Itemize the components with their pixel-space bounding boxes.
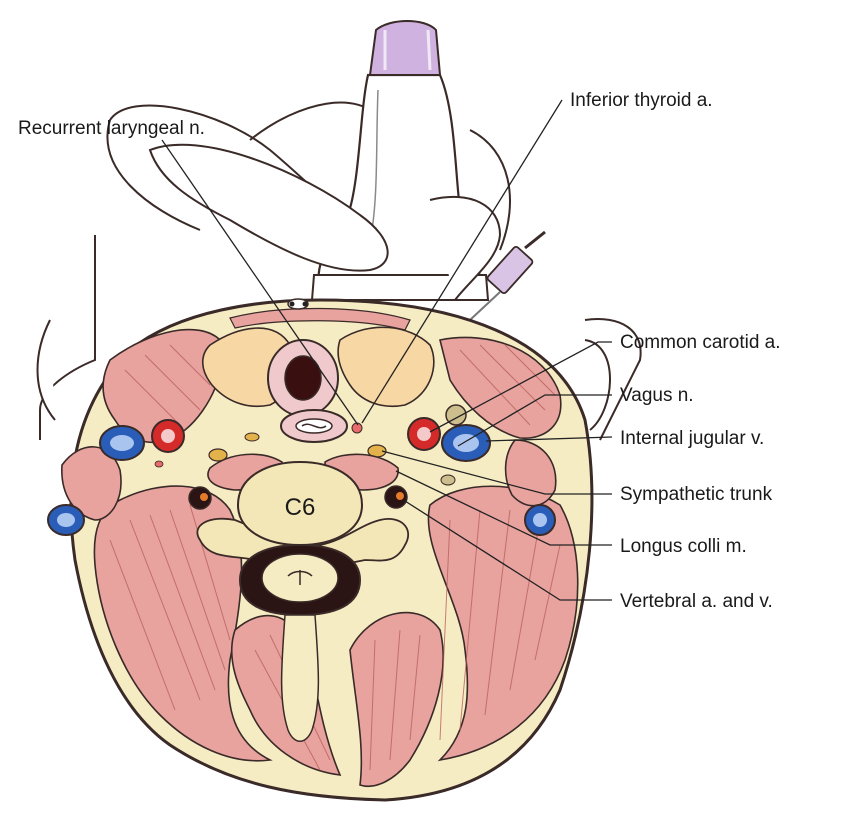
- label-longus-colli-muscle: Longus colli m.: [620, 536, 747, 557]
- small-nerve-dot: [441, 475, 455, 485]
- small-artery-dot: [155, 461, 163, 467]
- left-external-jugular: [48, 505, 84, 535]
- label-common-carotid-artery: Common carotid a.: [620, 332, 781, 353]
- label-inferior-thyroid-artery: Inferior thyroid a.: [570, 90, 713, 111]
- left-small-nerve: [245, 433, 259, 441]
- ultrasound-probe: [107, 21, 545, 320]
- probe-contact-gel: [288, 299, 308, 309]
- right-vertebral-vessels: [385, 486, 407, 508]
- esophagus: [281, 410, 347, 442]
- label-vagus-nerve: Vagus n.: [620, 385, 694, 406]
- label-recurrent-laryngeal-nerve: Recurrent laryngeal n.: [18, 118, 205, 139]
- right-ear-outline: [585, 340, 610, 430]
- right-external-jugular: [525, 505, 555, 535]
- label-sympathetic-trunk: Sympathetic trunk: [620, 484, 773, 505]
- trachea: [268, 340, 338, 416]
- label-internal-jugular-vein: Internal jugular v.: [620, 428, 764, 449]
- vertebra-label: C6: [285, 494, 316, 521]
- label-vertebral-artery-vein: Vertebral a. and v.: [620, 591, 773, 612]
- left-vertebral-vessels: [189, 487, 211, 509]
- neck-cross-section: C6: [48, 299, 592, 800]
